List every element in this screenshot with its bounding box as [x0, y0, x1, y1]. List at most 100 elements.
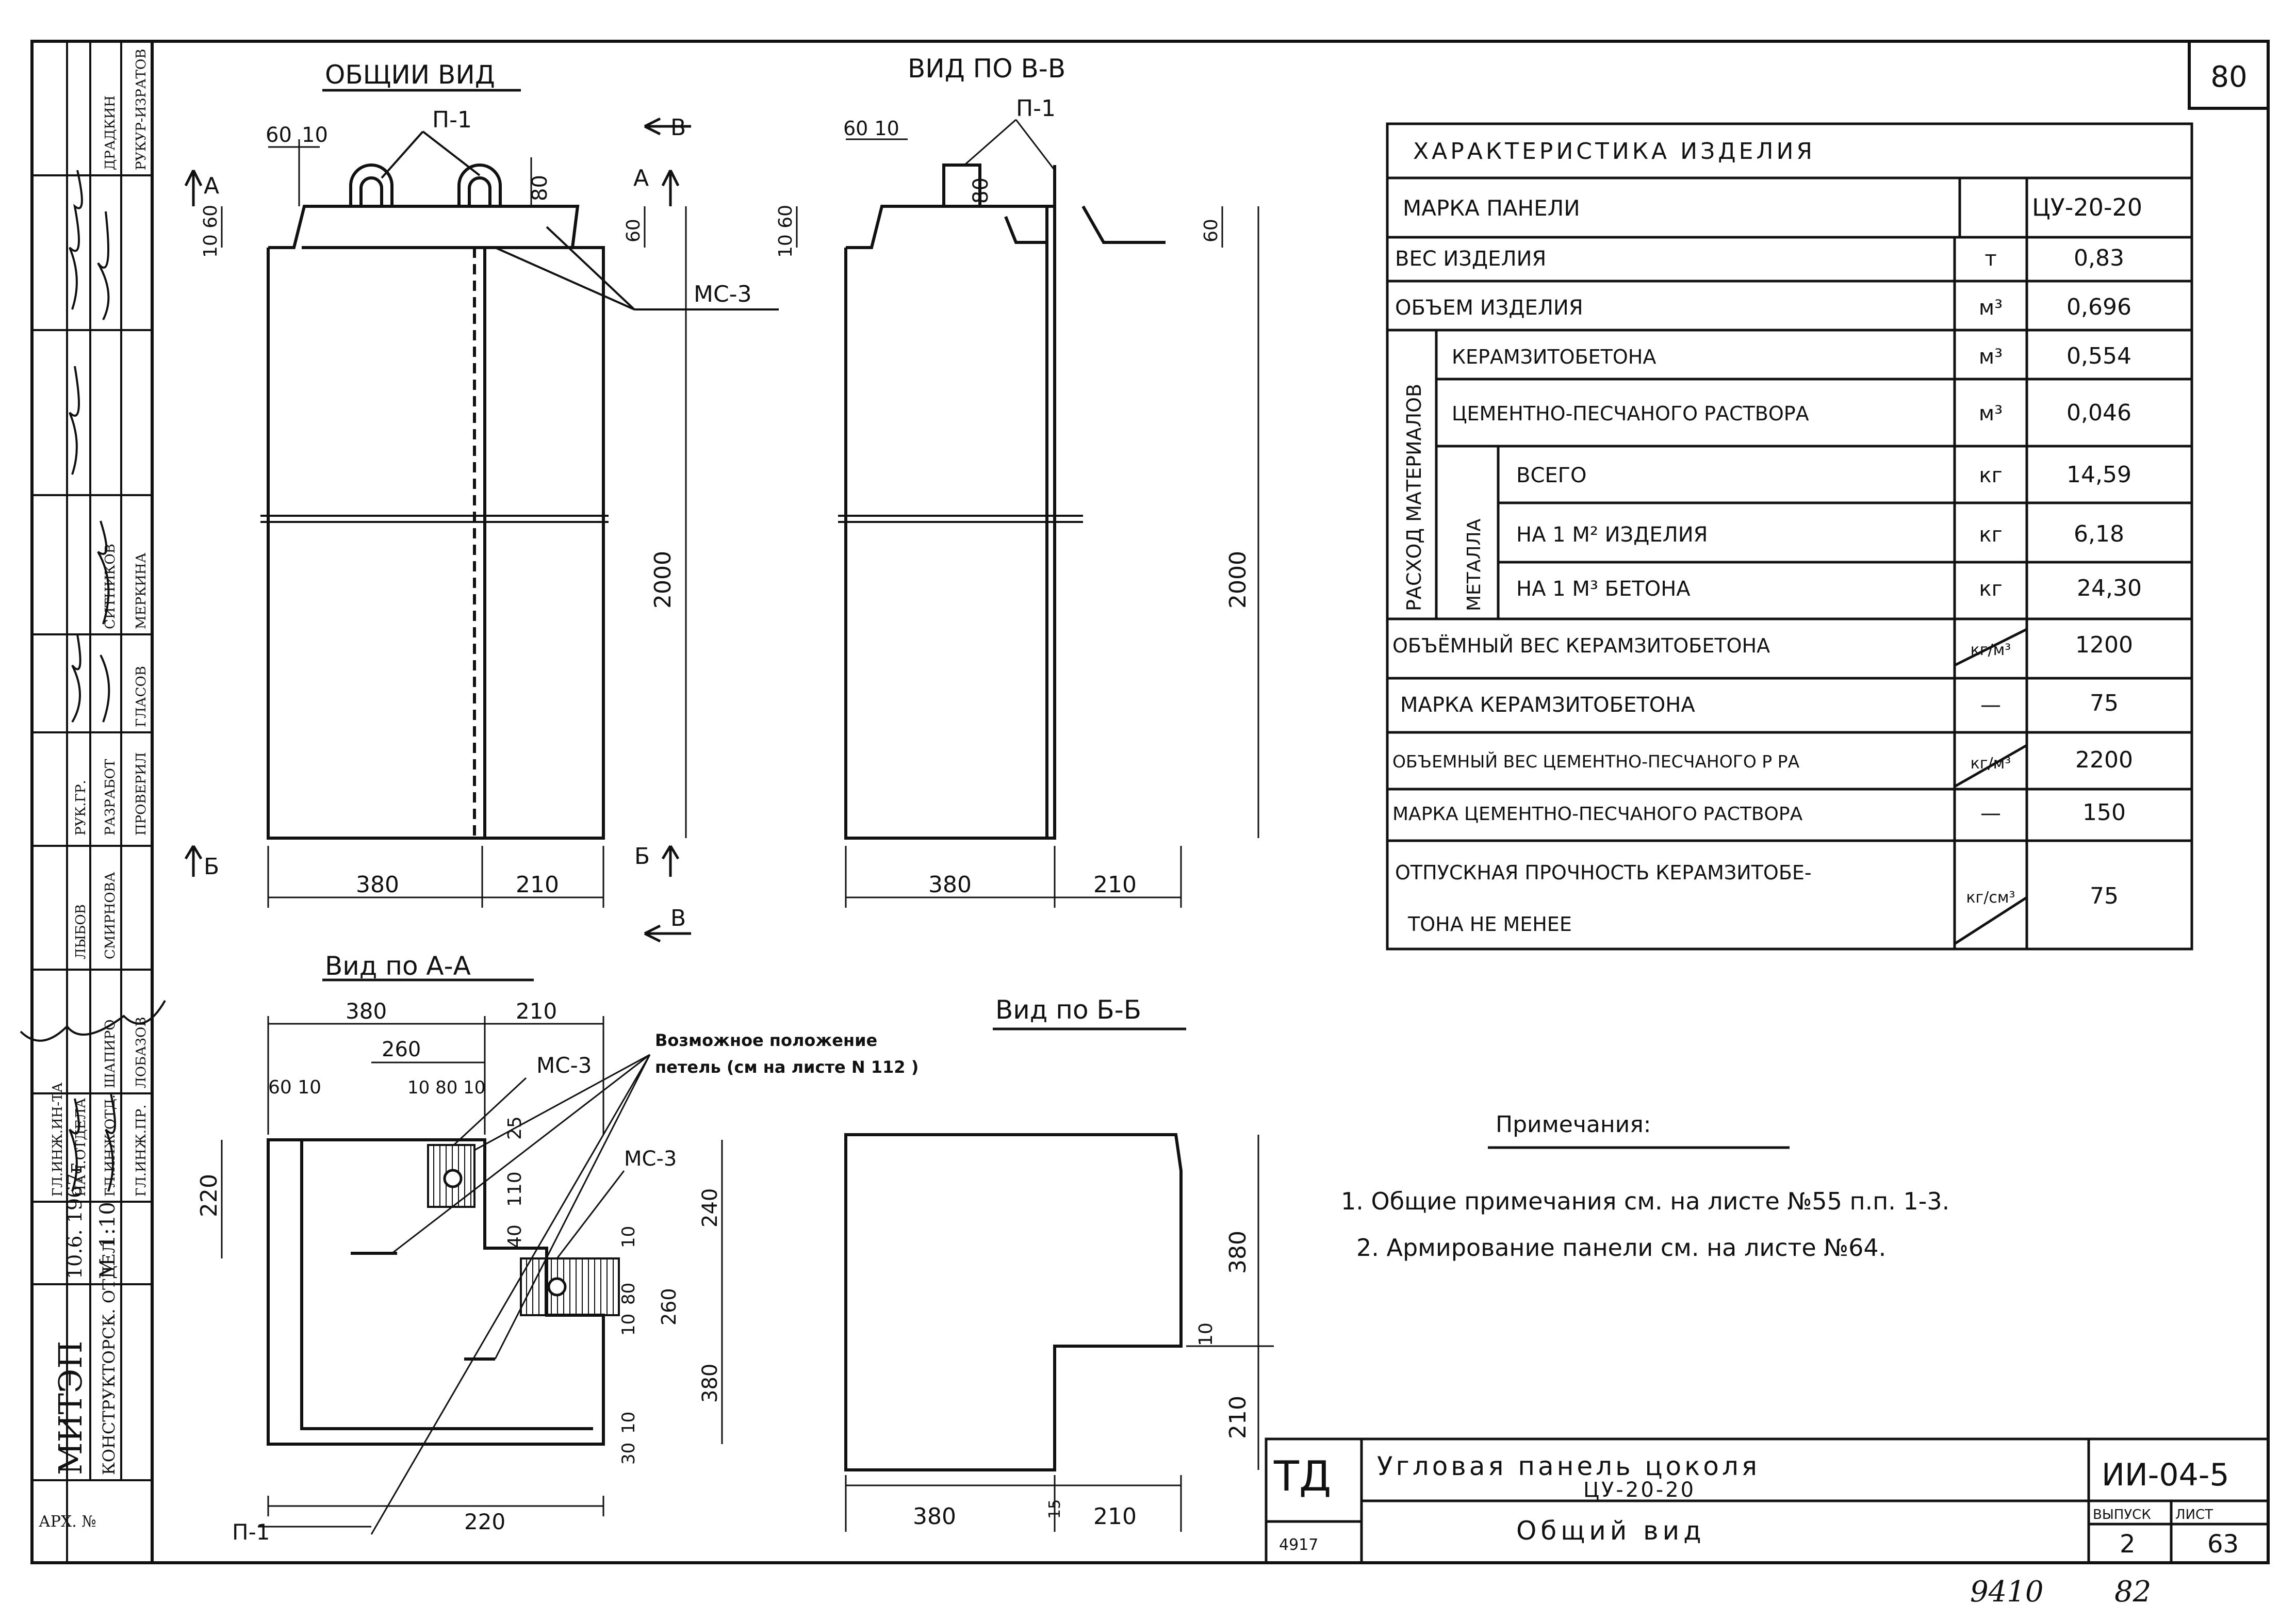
char-row-7-unit: кг/м³ — [1971, 641, 2011, 659]
stamp-role-3: ГЛ.ИНЖ.ПР. — [134, 1105, 149, 1197]
section-a-dim-10a: 10 — [618, 1226, 639, 1248]
char-row-2-value: 0,554 — [2067, 343, 2131, 369]
section-a-dim-380: 380 — [346, 999, 387, 1024]
char-row-3-unit: м³ — [1979, 402, 2003, 426]
title-td-sub: 4917 — [1279, 1536, 1318, 1554]
view-section-b: Вид по Б-Б 380 10 210 380 15 210 — [844, 995, 1274, 1532]
char-row-5-value: 6,18 — [2074, 521, 2124, 547]
section-b-dim-w210: 210 — [1093, 1503, 1137, 1530]
page-number-box: 80 — [2188, 40, 2270, 110]
char-row-9-label: ОБЪЕМНЫЙ ВЕС ЦЕМЕНТНО-ПЕСЧАНОГО Р РА — [1392, 751, 1800, 772]
char-row-11-value: 75 — [2090, 883, 2119, 909]
title-block: ТД 4917 Угловая панель цоколя ЦУ-20-20 О… — [1265, 1437, 2270, 1564]
section-a-note1: Возможное положение — [655, 1030, 877, 1050]
stamp-name-8: РУКУР-ИЗРАТОВ — [134, 49, 149, 170]
side-dim-1060: 10 60 — [775, 205, 796, 258]
title-issue: 2 — [2120, 1530, 2136, 1559]
section-a-mark1: МС-3 — [536, 1053, 592, 1078]
title-code: ИИ-04-5 — [2102, 1457, 2229, 1493]
section-a-dim-260v: 260 — [658, 1288, 680, 1326]
panel-outline — [260, 205, 609, 840]
notes-title: Примечания: — [1496, 1111, 1651, 1138]
char-row-5-label: НА 1 М² ИЗДЕЛИЯ — [1516, 523, 1708, 547]
view-general: ОБЩИИ ВИД П-1 МС-3 — [184, 60, 779, 943]
general-section-a-left: А — [204, 173, 219, 199]
char-mark-label: МАРКА ПАНЕЛИ — [1403, 195, 1580, 221]
view-section-a: Вид по А-А МС-3 МС-3 П-1 Возможное полож… — [196, 951, 919, 1545]
stamp-role-0: ГЛ.ИНЖ.ИН-ТА — [50, 1083, 65, 1197]
notes-item-2: 2. Армирование панели см. на листе №64. — [1356, 1234, 1886, 1262]
section-a-dim-260: 260 — [382, 1038, 421, 1061]
section-b-dim-380: 380 — [1225, 1231, 1251, 1274]
sheet-frame — [30, 40, 2270, 1564]
notes: Примечания: 1. Общие примечания см. на л… — [1341, 1111, 1949, 1262]
char-row-1-label: ОБЪЕМ ИЗДЕЛИЯ — [1395, 296, 1583, 320]
view-side-title: ВИД ПО В-В — [908, 54, 1065, 84]
stamp-role-5: РАЗРАБОТ — [103, 759, 118, 836]
general-mark-label: МС-3 — [694, 281, 752, 307]
side-dim-60: 60 — [1201, 219, 1222, 242]
view-side: ВИД ПО В-В П-1 60 10 80 10 60 — [775, 54, 1259, 908]
general-section-a-right: А — [633, 165, 649, 191]
char-row-2-label: КЕРАМЗИТОБЕТОНА — [1452, 346, 1656, 368]
stamp-name-3: ЛОБАЗОВ — [134, 1017, 149, 1088]
stamp-role-6: ПРОВЕРИЛ — [134, 752, 149, 836]
char-row-6-label: НА 1 М³ БЕТОНА — [1516, 577, 1691, 601]
general-dim-80: 80 — [528, 175, 552, 201]
char-row-8-unit: — — [1980, 693, 2001, 717]
char-row-11-label: ОТПУСКНАЯ ПРОЧНОСТЬ КЕРАМЗИТОБЕ- — [1395, 861, 1812, 884]
side-dim-6010: 60 10 — [843, 117, 899, 140]
char-row-0-label: ВЕС ИЗДЕЛИЯ — [1395, 247, 1546, 271]
view-section-b-title: Вид по Б-Б — [995, 995, 1141, 1025]
stamp-org: МИТЭП — [52, 1341, 89, 1475]
char-row-10-unit: — — [1980, 801, 2001, 825]
general-dim-210: 210 — [516, 872, 559, 898]
char-row-6-value: 24,30 — [2077, 575, 2142, 601]
char-row-8-value: 75 — [2090, 690, 2119, 716]
stamp-name-7: ДРАДКИН — [103, 95, 118, 170]
title-sheet-label: ЛИСТ — [2175, 1507, 2213, 1523]
stamp-name-0: ЛЫБОВ — [73, 904, 89, 959]
embedded-plate-1 — [427, 1144, 475, 1208]
char-row-0-unit: т — [1985, 247, 1996, 271]
general-section-b-left: Б — [204, 854, 219, 880]
general-dim-10: 10 — [302, 123, 328, 147]
char-row-4-label: ВСЕГО — [1516, 464, 1587, 487]
char-group-materials: РАСХОД МАТЕРИАЛОВ — [1403, 384, 1425, 611]
section-a-dim-220: 220 — [196, 1174, 222, 1217]
general-section-v-bottom: В — [670, 905, 686, 931]
char-row-9-unit: кг/м³ — [1971, 755, 2011, 773]
stamp-name-6: ГЛАСОВ — [134, 666, 149, 727]
section-b-dim-10: 10 — [1195, 1322, 1217, 1346]
section-a-dim-210: 210 — [516, 999, 557, 1024]
section-a-dim-240: 240 — [698, 1188, 722, 1228]
side-dim-380: 380 — [928, 872, 972, 898]
section-a-dim-380: 380 — [698, 1364, 722, 1403]
char-row-0-value: 0,83 — [2074, 245, 2124, 271]
section-b-dim-15: 15 — [1046, 1499, 1064, 1519]
section-b-dim-210: 210 — [1225, 1396, 1251, 1439]
char-row-3-value: 0,046 — [2067, 400, 2131, 426]
characteristics-table: ХАРАКТЕРИСТИКА ИЗДЕЛИЯ МАРКА ПАНЕЛИ ЦУ-2… — [1386, 122, 2193, 951]
side-dim-210: 210 — [1093, 872, 1137, 898]
char-mark-value: ЦУ-20-20 — [2032, 193, 2142, 221]
char-row-9-value: 2200 — [2075, 747, 2133, 773]
stamp-dept: КОНСТРУКТОРСК. ОТДЕЛ — [99, 1239, 119, 1475]
char-row-2-unit: м³ — [1979, 345, 2003, 369]
title-td: ТД — [1273, 1452, 1331, 1500]
side-stamp: МИТЭП КОНСТРУКТОРСК. ОТДЕЛ 10.6. 1967г М… — [20, 41, 166, 1564]
char-row-10-value: 150 — [2082, 799, 2126, 826]
char-row-7-value: 1200 — [2075, 632, 2133, 658]
char-row-4-unit: кг — [1979, 464, 2002, 487]
section-a-dim-40: 40 — [504, 1224, 526, 1248]
title-sheet: 63 — [2207, 1530, 2239, 1559]
embedded-plate-2 — [520, 1257, 620, 1316]
section-a-dim-30: 30 — [618, 1443, 639, 1465]
stamp-name-2: ШАПИРО — [103, 1019, 118, 1088]
general-dim-1060: 10 60 — [200, 205, 221, 258]
char-row-5-unit: кг — [1979, 523, 2002, 547]
handwritten-number-2: 82 — [2114, 1575, 2151, 1609]
title-name-3: Общий вид — [1516, 1516, 1705, 1546]
handwritten-signatures — [20, 170, 166, 1192]
char-row-11-label2: ТОНА НЕ МЕНЕЕ — [1407, 913, 1572, 936]
